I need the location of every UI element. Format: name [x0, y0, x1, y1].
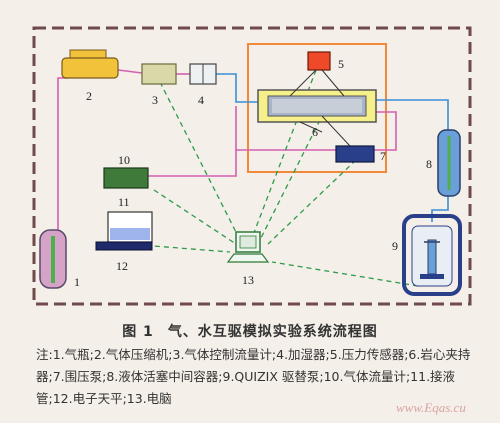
figure-legend-note: 注:1.气瓶;2.气体压缩机;3.气体控制流量计;4.加湿器;5.压力传感器;6… — [36, 347, 471, 406]
label-10: 10 — [118, 153, 130, 167]
figure-number: 图 1 — [122, 324, 154, 340]
flow-diagram: 1 2 3 4 5 6 7 8 9 10 11 12 13 — [32, 26, 472, 306]
gas-cylinder — [39, 229, 67, 289]
label-4: 4 — [198, 93, 204, 107]
gas-compressor — [61, 49, 119, 79]
pressure-taps — [289, 69, 351, 147]
liquid-collector — [107, 211, 153, 243]
label-2: 2 — [86, 89, 92, 103]
label-1: 1 — [74, 275, 80, 289]
gas-flow-meter — [103, 167, 149, 189]
pressure-sensor — [307, 51, 331, 71]
gas-flow-controller — [141, 63, 177, 85]
system-boundary — [32, 26, 472, 306]
label-7: 7 — [380, 149, 386, 163]
label-8: 8 — [426, 157, 432, 171]
label-11: 11 — [118, 195, 130, 209]
label-12: 12 — [116, 259, 128, 273]
piston-container — [437, 129, 461, 197]
figure-caption: 图 1 气、水互驱模拟实验系统流程图 — [0, 321, 500, 341]
electronic-balance — [95, 241, 153, 251]
core-holder — [257, 89, 377, 123]
quizix-pump — [402, 214, 462, 296]
computer — [226, 231, 270, 263]
figure-title: 气、水互驱模拟实验系统流程图 — [167, 324, 378, 340]
confining-pump — [335, 145, 375, 163]
label-13: 13 — [242, 273, 254, 287]
label-6: 6 — [312, 125, 318, 139]
thermostat-box — [247, 43, 387, 173]
label-3: 3 — [152, 93, 158, 107]
watermark: www.Eqas.cu — [396, 400, 466, 415]
humidifier — [189, 63, 217, 85]
label-9: 9 — [392, 239, 398, 253]
label-5: 5 — [338, 57, 344, 71]
